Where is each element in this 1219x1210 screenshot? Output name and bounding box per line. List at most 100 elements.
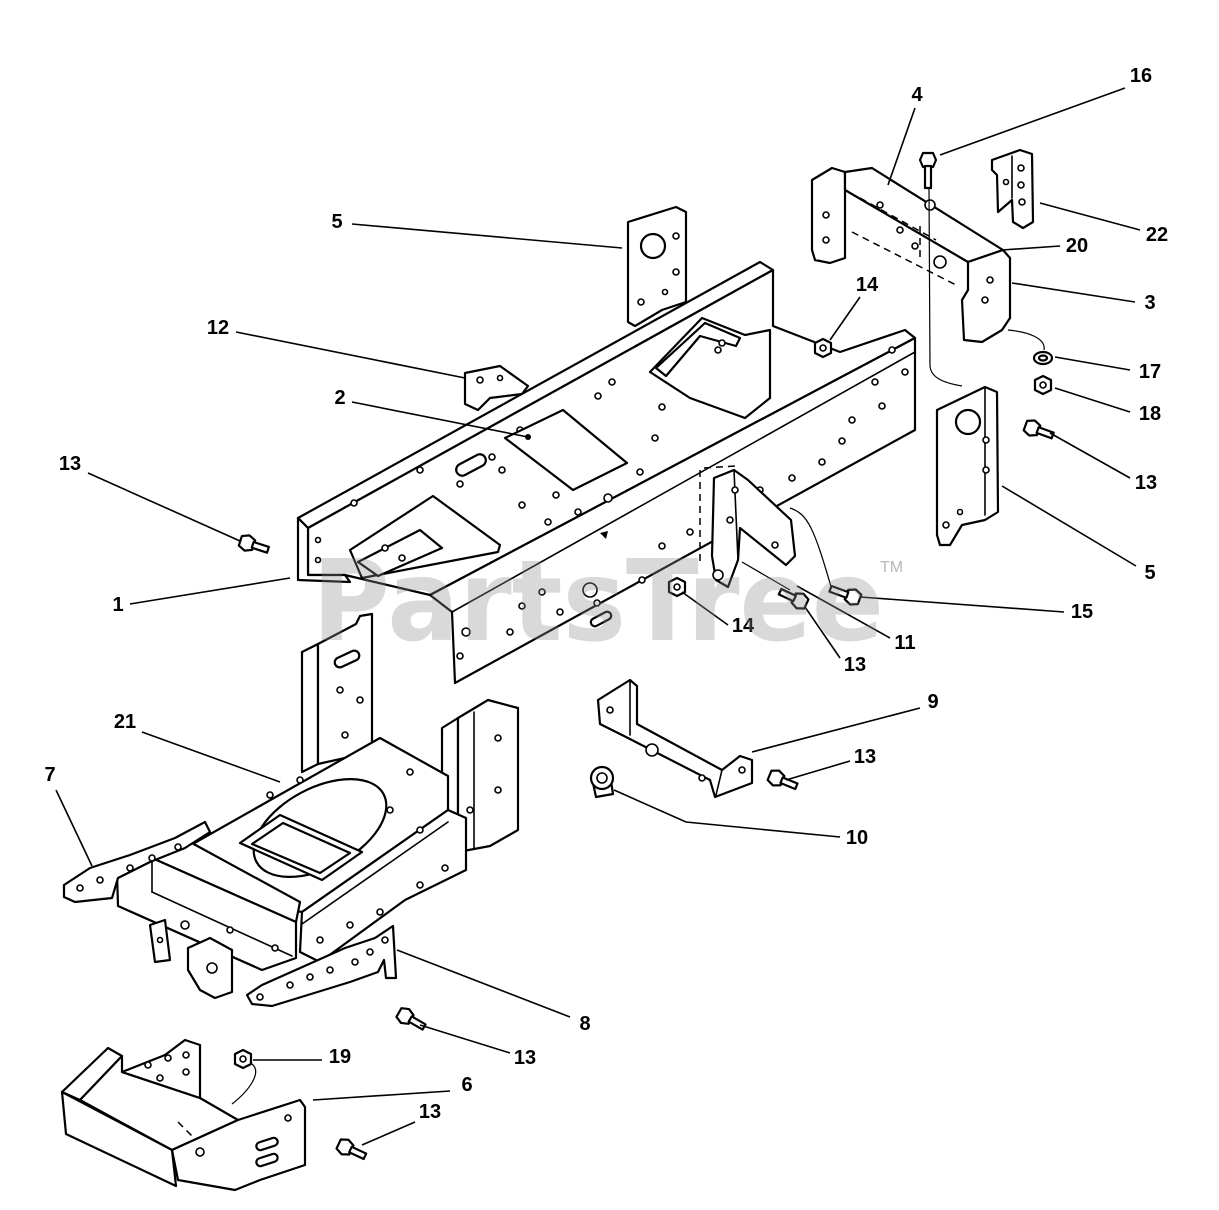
callout-label: 16 xyxy=(1130,65,1152,87)
callout-label: 13 xyxy=(1135,472,1157,494)
callout-label: 7 xyxy=(44,764,55,786)
leader-line xyxy=(1001,485,1137,567)
frame-slot xyxy=(589,610,613,628)
callout-label: 14 xyxy=(856,274,879,296)
callout-label: 2 xyxy=(334,387,345,409)
leader-line xyxy=(681,591,729,626)
side-plate-5-lower xyxy=(935,385,1000,547)
leader-line xyxy=(796,585,891,639)
leader-line xyxy=(887,107,916,186)
side-plate-5-upper xyxy=(626,205,688,328)
hex-nut xyxy=(813,337,833,359)
lock-washer xyxy=(1032,350,1054,366)
bumper-holes xyxy=(144,1051,292,1157)
hex-nut xyxy=(233,1048,253,1070)
bolt xyxy=(395,1007,427,1031)
leader-line xyxy=(351,401,529,438)
main-frame xyxy=(296,260,917,685)
frame-slot xyxy=(455,453,487,477)
bracket-22-holes xyxy=(1002,164,1026,206)
leader-line xyxy=(1011,282,1136,303)
leader-line xyxy=(351,223,623,249)
leader-line xyxy=(87,472,241,542)
rear-bracket-right-end-plate xyxy=(960,248,1012,344)
rear-bracket-assembly xyxy=(810,166,1012,344)
bracket-12 xyxy=(463,364,530,412)
bolt xyxy=(777,587,810,610)
bolt xyxy=(335,1138,368,1161)
leader-line xyxy=(129,577,291,605)
callout-label: 14 xyxy=(732,615,755,637)
front-frame-21 xyxy=(115,612,520,1000)
callout-label: 13 xyxy=(844,654,866,676)
frame-left-end-flange xyxy=(296,516,352,584)
callout-label: 11 xyxy=(894,632,915,654)
leader-lines xyxy=(55,87,1141,1146)
bumper-front-face xyxy=(60,1090,178,1188)
bolt xyxy=(828,584,863,606)
callout-label: 17 xyxy=(1139,361,1161,383)
fold-line xyxy=(844,189,969,291)
bumper-side-bracket xyxy=(170,1098,307,1192)
leader-line xyxy=(1001,245,1061,251)
callout-label: 22 xyxy=(1146,224,1168,246)
callout-label: 8 xyxy=(579,1013,590,1035)
hidden-line xyxy=(703,465,736,469)
bushing xyxy=(589,765,615,799)
bracket-12-holes xyxy=(476,374,504,384)
callout-label: 1 xyxy=(112,594,123,616)
callout-label: 13 xyxy=(419,1101,441,1123)
assembly-axis-line xyxy=(1007,329,1045,351)
leader-line xyxy=(55,789,93,867)
leader-line xyxy=(613,789,841,838)
leader-line xyxy=(804,606,841,659)
callout-label: 4 xyxy=(911,84,923,106)
leader-line xyxy=(312,1090,451,1101)
leader-line xyxy=(785,760,851,781)
bracket-11-holes xyxy=(712,486,779,581)
upright-slot xyxy=(333,649,361,669)
frame-side-wall xyxy=(428,336,917,685)
rear-bracket-holes xyxy=(822,199,994,304)
bracket-11 xyxy=(699,465,833,591)
bracket-9-holes xyxy=(606,706,746,782)
callout-label: 19 xyxy=(329,1046,351,1068)
frame-holes xyxy=(314,339,909,660)
leader-line xyxy=(1054,356,1131,371)
side-plate-holes xyxy=(637,232,680,306)
frame-crossmember-inner xyxy=(356,528,444,578)
platform-raised-panel-inner xyxy=(250,821,352,875)
callout-label: 20 xyxy=(1066,235,1088,257)
leader-line xyxy=(939,87,1126,156)
hidden-line xyxy=(851,231,959,287)
leader-line xyxy=(235,331,466,379)
platform-side-wall xyxy=(298,808,468,964)
bolt xyxy=(237,534,270,554)
leader-line xyxy=(1039,202,1141,231)
callout-label: 18 xyxy=(1139,403,1161,425)
leader-line xyxy=(361,1121,416,1146)
callouts: 16 4 22 20 5 3 14 12 17 18 2 13 13 1 5 1… xyxy=(44,65,1168,1123)
frame-mark xyxy=(600,531,608,539)
leader-line xyxy=(419,1024,511,1054)
callout-label: 6 xyxy=(461,1074,472,1096)
assembly-axis-line xyxy=(928,187,963,387)
leader-line xyxy=(141,731,281,783)
hidden-line xyxy=(177,1121,197,1141)
bolt xyxy=(766,769,799,791)
callout-label: 3 xyxy=(1144,292,1155,314)
bolt xyxy=(1022,419,1055,440)
hidden-line xyxy=(859,197,937,241)
bracket-8-holes xyxy=(256,936,389,1001)
callout-label: 9 xyxy=(927,691,938,713)
frame-opening-inner-plate xyxy=(654,321,742,378)
bumper-slot xyxy=(255,1152,279,1168)
leader-line xyxy=(396,949,571,1018)
callout-label: 15 xyxy=(1071,601,1093,623)
callout-label: 13 xyxy=(854,746,876,768)
callout-label: 13 xyxy=(59,453,81,475)
side-plate-holes xyxy=(942,436,990,529)
leader-line xyxy=(1049,432,1131,479)
bolt xyxy=(918,151,938,190)
